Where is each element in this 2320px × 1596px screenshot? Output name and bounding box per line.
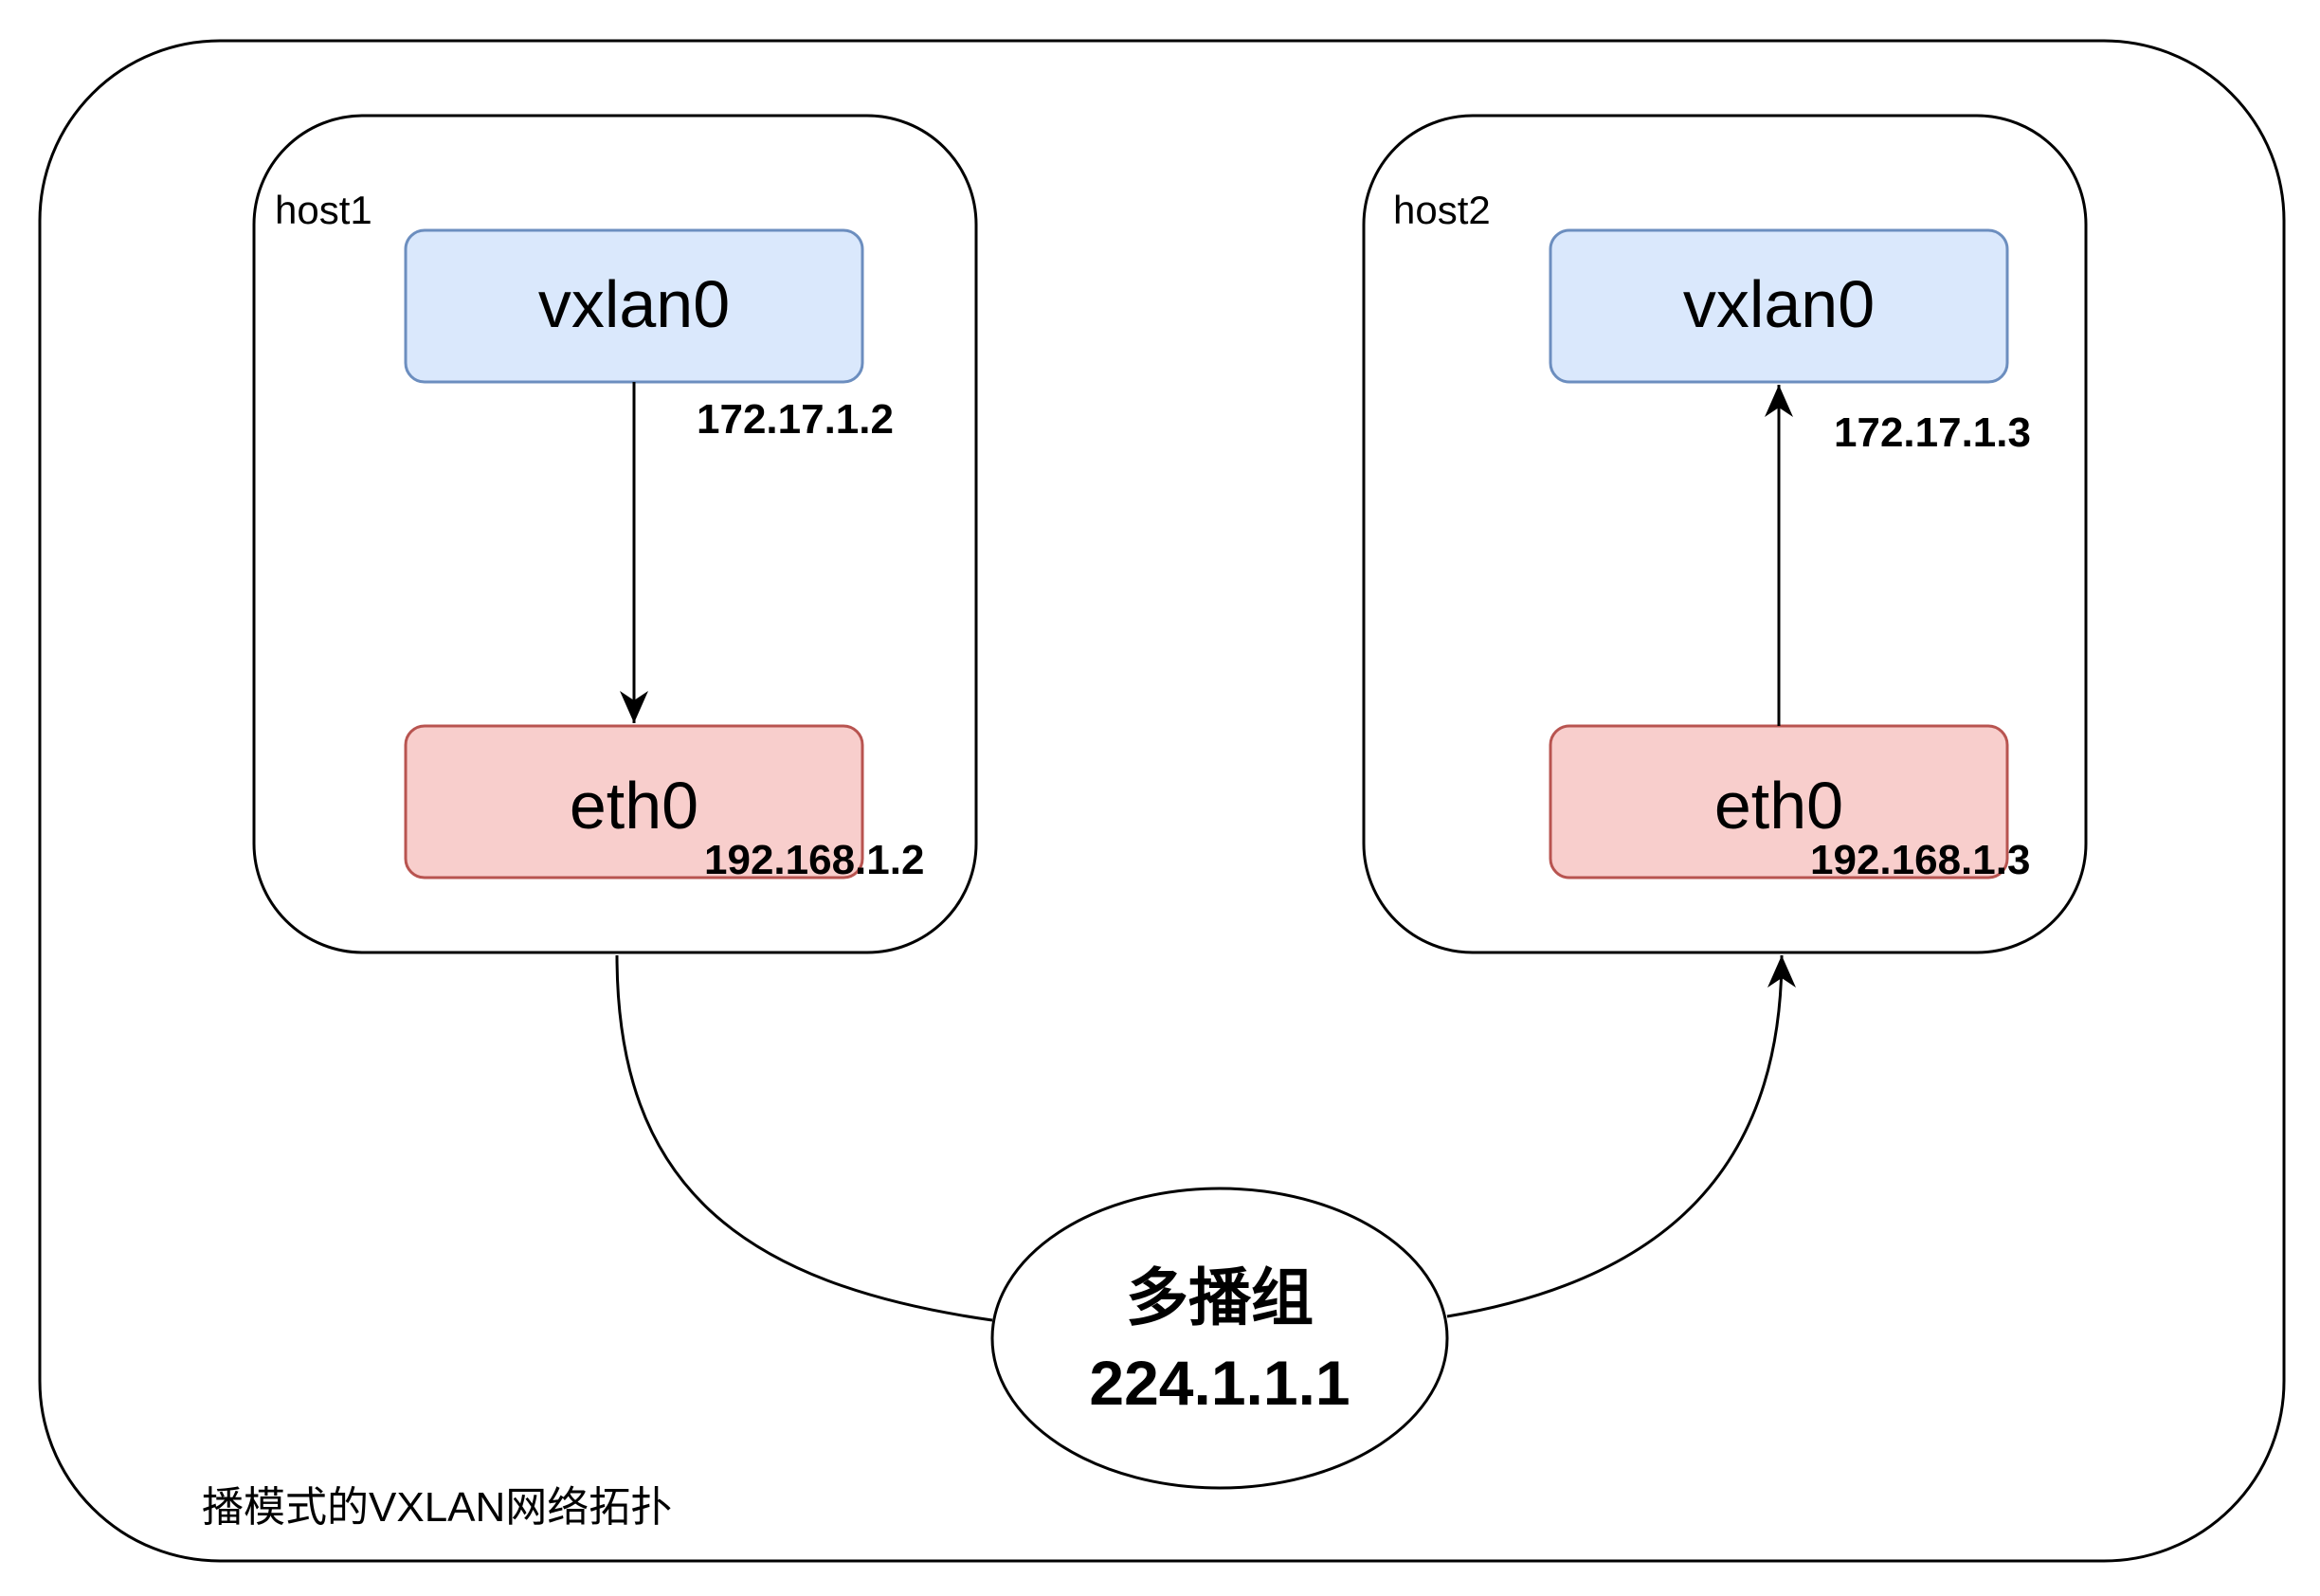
host1-eth0-label: eth0 <box>570 769 698 843</box>
multicast-group-address: 224.1.1.1 <box>1089 1348 1350 1418</box>
multicast-group-label: 多播组 <box>1126 1262 1314 1333</box>
host2-eth0-ip: 192.168.1.3 <box>1810 837 2030 883</box>
host1-eth0-ip: 192.168.1.2 <box>704 837 924 883</box>
topology-caption: 播模式的VXLAN网络拓扑 <box>202 1484 672 1531</box>
host2-vxlan0-ip: 172.17.1.3 <box>1834 409 2031 456</box>
host2-label: host2 <box>1393 188 1491 232</box>
multicast-group-node <box>990 1187 1449 1490</box>
host2-eth0-label: eth0 <box>1714 769 1843 843</box>
host1-label: host1 <box>275 188 372 232</box>
host1-eth0-box <box>404 724 864 880</box>
host2-vxlan0-label: vxlan0 <box>1683 267 1875 341</box>
host2-vxlan0-box <box>1549 228 2009 384</box>
host1-to-multicast-curve <box>615 954 993 1322</box>
host1-vxlan0-ip: 172.17.1.2 <box>697 396 894 443</box>
host1-vxlan0-label: vxlan0 <box>538 267 730 341</box>
multicast-to-host2-curve <box>1446 954 1796 1318</box>
